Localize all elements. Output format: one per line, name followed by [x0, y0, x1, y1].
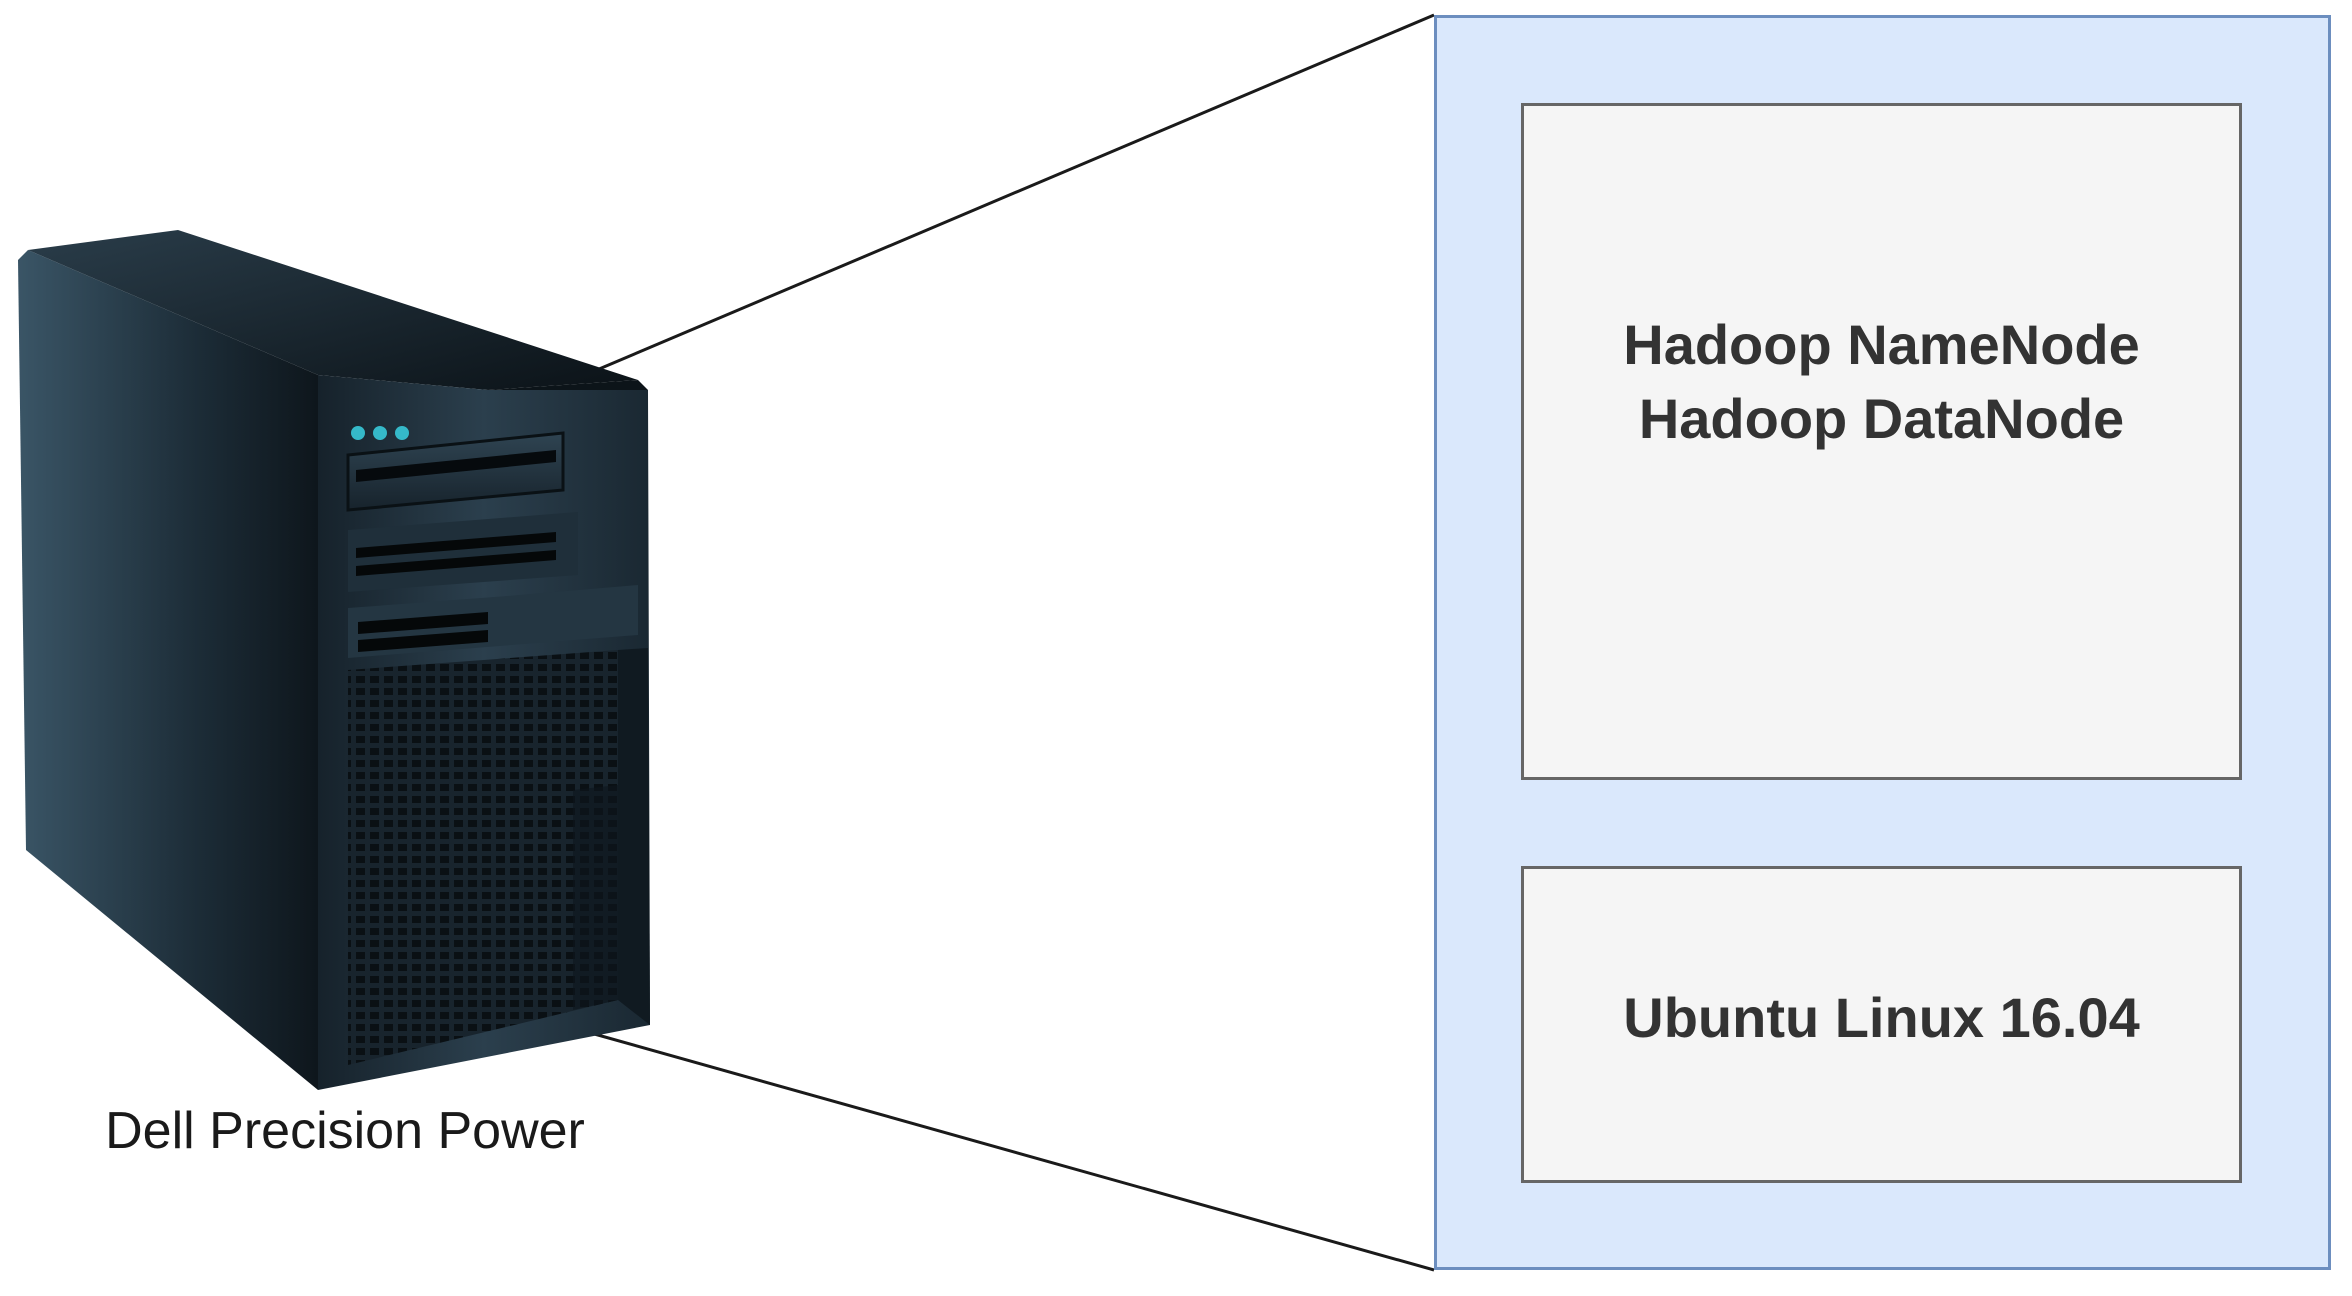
operating-system-box: Ubuntu Linux 16.04 [1521, 866, 2242, 1183]
server-side-panel [18, 250, 318, 1090]
datanode-label: Hadoop DataNode [1638, 386, 2125, 450]
front-mesh-grille [348, 650, 618, 1065]
namenode-label: Hadoop NameNode [1623, 312, 2140, 376]
server-top-panel [28, 230, 638, 390]
connector-line-bottom [579, 1028, 1435, 1272]
hadoop-services-box: Hadoop NameNode Hadoop DataNode [1521, 103, 2242, 780]
connector-line-top [591, 13, 1435, 374]
os-label: Ubuntu Linux 16.04 [1623, 985, 2140, 1049]
indicator-light [373, 426, 387, 440]
indicator-light [395, 426, 409, 440]
indicator-light [351, 426, 365, 440]
server-label: Dell Precision Power [105, 1102, 585, 1160]
tower-server-icon [18, 230, 650, 1090]
